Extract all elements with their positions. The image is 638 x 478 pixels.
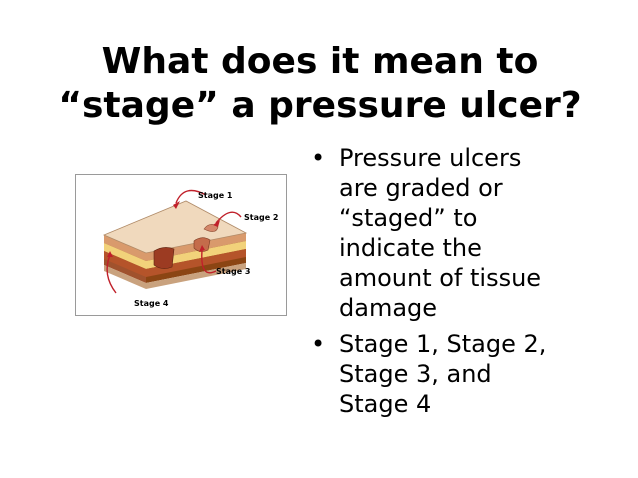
slide-title: What does it mean to “stage” a pressure … xyxy=(30,40,610,128)
label-stage-3: Stage 3 xyxy=(216,267,251,276)
label-stage-2: Stage 2 xyxy=(244,213,279,222)
layer-band-fat xyxy=(104,243,146,269)
label-stage-1: Stage 1 xyxy=(198,191,233,200)
bullet-2-line-3: Stage 4 xyxy=(339,390,432,418)
arrow-stage-2 xyxy=(215,211,242,224)
bullet-2-line-2: Stage 3, and xyxy=(339,360,492,388)
bullet-item-1: • Pressure ulcers are graded or “staged”… xyxy=(305,143,615,323)
bullet-1-line-6: damage xyxy=(339,294,438,322)
bullet-list: • Pressure ulcers are graded or “staged”… xyxy=(305,143,615,425)
arrowheads xyxy=(107,201,220,257)
arrowhead-stage-4 xyxy=(107,251,113,257)
bullet-2-line-1: Stage 1, Stage 2, xyxy=(339,330,547,358)
layer-band-muscle xyxy=(104,251,146,277)
arrowhead-stage-3 xyxy=(199,245,205,252)
arrow-stage-4 xyxy=(106,254,117,294)
bullet-1-line-3: “staged” to xyxy=(339,204,478,232)
arrowhead-stage-2 xyxy=(213,220,220,227)
bullet-marker: • xyxy=(311,144,326,172)
bullet-marker: • xyxy=(311,330,326,358)
layer-band-muscle-front xyxy=(146,249,246,277)
bullet-1-line-1: Pressure ulcers xyxy=(339,144,522,172)
bullet-1-line-2: are graded or xyxy=(339,174,503,202)
slide-title-line-2: “stage” a pressure ulcer? xyxy=(58,85,582,126)
bullet-1-line-5: amount of tissue xyxy=(339,264,542,292)
bullet-item-2: • Stage 1, Stage 2, Stage 3, and Stage 4 xyxy=(305,329,615,419)
skin-surface xyxy=(102,200,248,254)
bullet-1-line-4: indicate the xyxy=(339,234,482,262)
arrow-stage-1 xyxy=(175,189,207,204)
wound-stage-4 xyxy=(153,247,175,269)
block-base xyxy=(104,263,246,289)
arrowhead-stage-1 xyxy=(173,201,180,209)
slide-title-line-1: What does it mean to xyxy=(101,41,539,82)
wound-stage-3 xyxy=(193,237,211,252)
pressure-ulcer-stages-illustration: Stage 1 Stage 2 Stage 3 Stage 4 xyxy=(75,174,287,316)
arrow-stage-3 xyxy=(201,250,217,274)
label-stage-4: Stage 4 xyxy=(134,299,169,308)
arrows xyxy=(106,189,242,294)
layer-band-dermis xyxy=(104,235,146,261)
skin-layers-drawing xyxy=(102,189,248,294)
